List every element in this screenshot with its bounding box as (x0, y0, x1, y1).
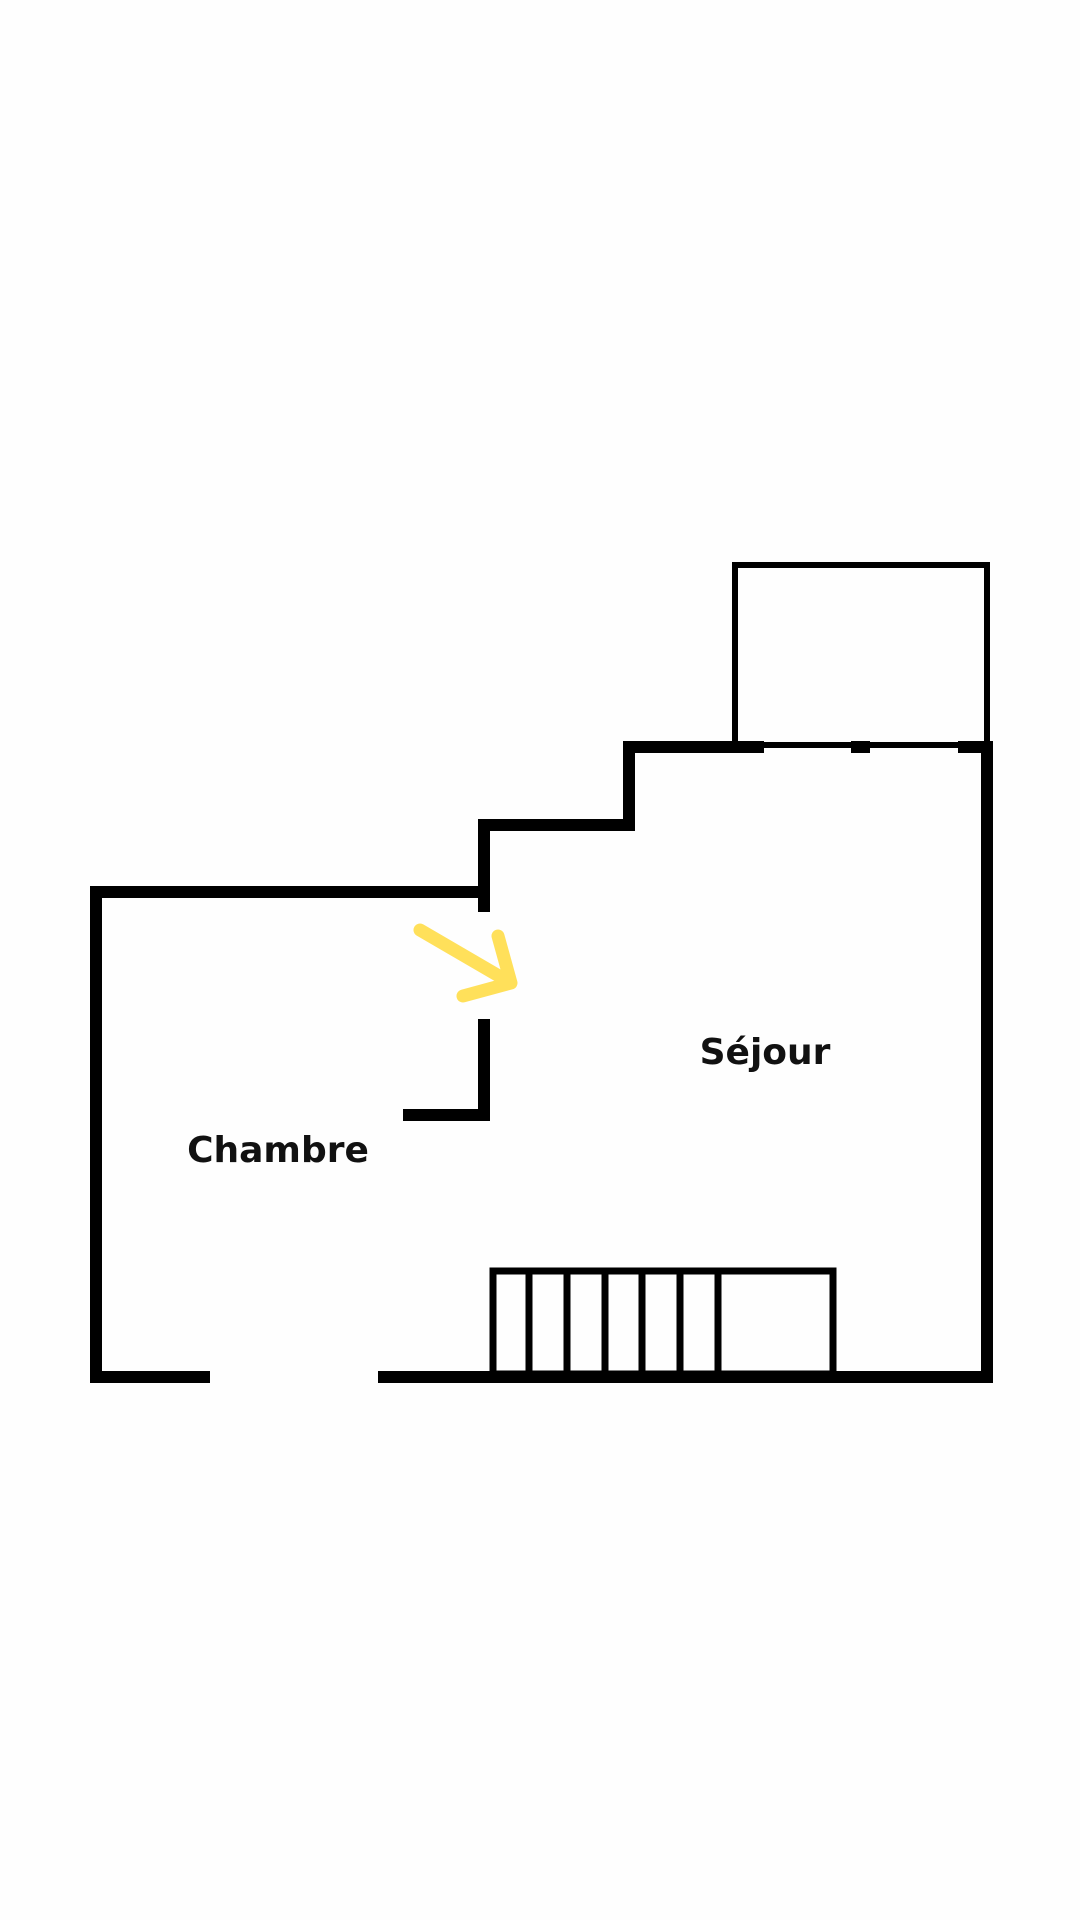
partition-wall (403, 1019, 490, 1121)
balcony-outline (732, 562, 990, 748)
room-label-living: Séjour (700, 1032, 831, 1073)
living-walls (378, 741, 993, 1383)
bedroom-walls (90, 886, 490, 1383)
stepped-wall (478, 741, 993, 912)
arrow-down-right-icon (413, 923, 518, 1003)
staircase (489, 1267, 837, 1378)
room-label-bedroom: Chambre (187, 1130, 369, 1171)
